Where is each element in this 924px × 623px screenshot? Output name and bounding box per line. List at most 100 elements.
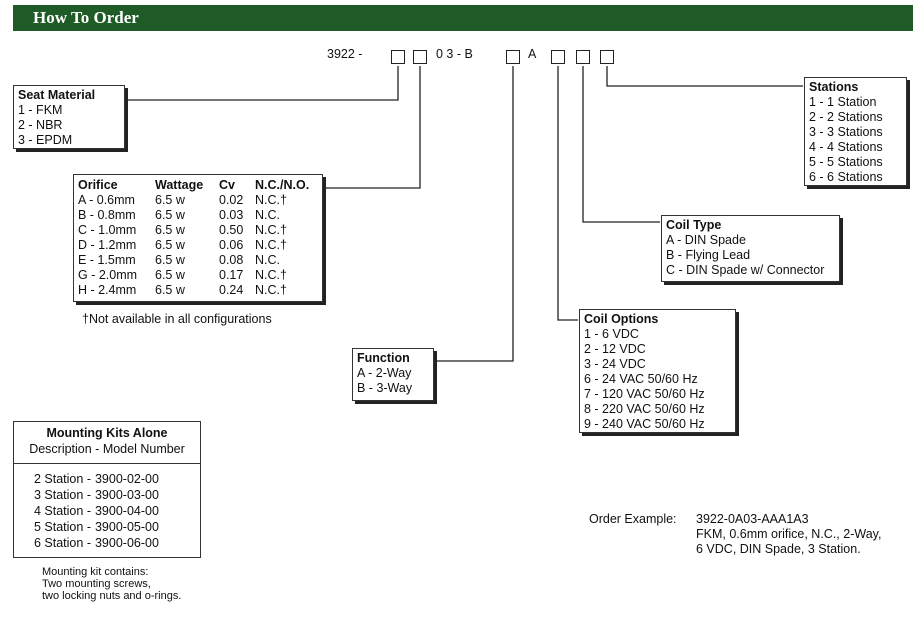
order-example-text: 3922-0A03-AAA1A3 FKM, 0.6mm orifice, N.C… [696,512,881,557]
mounting-kits-divider [14,463,200,464]
orifice-slot [413,50,427,64]
orifice-header: Orifice [78,178,118,192]
cv-cell: 0.02 [219,193,244,207]
stations-option: 1 - 1 Station [809,95,877,109]
orifice-box: Orifice Wattage Cv N.C./N.O. A - 0.6mm 6.… [73,174,323,302]
coil-options-slot [551,50,565,64]
stations-option: 4 - 4 Stations [809,140,883,154]
orifice-cell: H - 2.4mm [78,283,137,297]
seat-material-option: 2 - NBR [18,118,63,132]
code-prefix: 3922 - [327,47,363,61]
mounting-kit-row: 4 Station -3900-04-00 [34,503,159,519]
mounting-kit-note-line: Two mounting screws, [42,578,151,590]
orifice-header-row: Orifice Wattage Cv N.C./N.O. [78,178,309,193]
function-slot [506,50,520,64]
mounting-kits-box: Mounting Kits Alone Description - Model … [13,421,201,558]
orifice-footnote: †Not available in all configurations [82,312,272,326]
kit-description: 2 Station - [34,472,91,486]
order-example-label: Order Example: [589,512,677,526]
cv-header: Cv [219,178,235,192]
wattage-cell: 6.5 w [155,238,185,252]
orifice-cell: C - 1.0mm [78,223,137,237]
nc-no-cell: N.C.† [255,238,287,252]
order-example-line: 3922-0A03-AAA1A3 [696,512,809,526]
wattage-cell: 6.5 w [155,208,185,222]
coil-type-box: Coil Type A - DIN Spade B - Flying Lead … [661,215,840,282]
nc-no-cell: N.C.† [255,193,287,207]
coil-type-option: C - DIN Spade w/ Connector [666,263,825,277]
section-title: How To Order [33,8,139,27]
seat-material-option: 1 - FKM [18,103,63,117]
nc-no-cell: N.C.† [255,268,287,282]
mounting-kits-table: 2 Station -3900-02-00 3 Station -3900-03… [34,471,159,551]
cv-cell: 0.50 [219,223,244,237]
wattage-cell: 6.5 w [155,253,185,267]
mounting-kit-note: Mounting kit contains: Two mounting scre… [42,566,181,602]
line-orifice [322,66,421,189]
orifice-row: D - 1.2mm 6.5 w 0.06 N.C.† [78,238,309,253]
kit-description: 6 Station - [34,536,91,550]
coil-options-option: 1 - 6 VDC [584,327,639,341]
kit-model-number: 3900-04-00 [94,504,159,518]
mounting-kit-row: 5 Station -3900-05-00 [34,519,159,535]
coil-options-option: 3 - 24 VDC [584,357,646,371]
stations-option: 6 - 6 Stations [809,170,883,184]
stations-box: Stations 1 - 1 Station 2 - 2 Stations 3 … [804,77,907,186]
nc-no-cell: N.C. [255,253,280,267]
line-coil-type [582,66,660,223]
mounting-kit-note-line: Mounting kit contains: [42,566,149,578]
coil-options-option: 6 - 24 VAC 50/60 Hz [584,372,698,386]
line-seat-material [124,66,399,101]
kit-description: 5 Station - [34,520,91,534]
orifice-cell: E - 1.5mm [78,253,136,267]
nc-no-cell: N.C.† [255,223,287,237]
kit-model-number: 3900-05-00 [94,520,159,534]
seat-material-slot [391,50,405,64]
orifice-table: Orifice Wattage Cv N.C./N.O. A - 0.6mm 6.… [78,178,309,298]
mounting-kits-title: Mounting Kits Alone [46,426,168,440]
mounting-kits-subtitle: Description - Model Number [29,442,185,456]
orifice-cell: A - 0.6mm [78,193,135,207]
section-header: How To Order [13,5,913,31]
cv-cell: 0.24 [219,283,244,297]
wattage-cell: 6.5 w [155,268,185,282]
nc-no-header: N.C./N.O. [255,178,310,192]
coil-type-option: A - DIN Spade [666,233,746,247]
stations-title: Stations [809,80,859,94]
line-stations [606,66,803,87]
wattage-header: Wattage [155,178,204,192]
coil-options-title: Coil Options [584,312,659,326]
seat-material-box: Seat Material 1 - FKM 2 - NBR 3 - EPDM [13,85,125,149]
coil-options-option: 9 - 240 VAC 50/60 Hz [584,417,705,431]
kit-model-number: 3900-03-00 [94,488,159,502]
orifice-cell: D - 1.2mm [78,238,137,252]
code-a: A [528,47,537,61]
mounting-kit-row: 6 Station -3900-06-00 [34,535,159,551]
coil-options-option: 2 - 12 VDC [584,342,646,356]
code-mid: 0 3 - B [436,47,473,61]
cv-cell: 0.06 [219,238,244,252]
order-example-line: 6 VDC, DIN Spade, 3 Station. [696,542,861,556]
kit-description: 4 Station - [34,504,91,518]
wattage-cell: 6.5 w [155,223,185,237]
line-coil-options [557,66,578,321]
order-example-line: FKM, 0.6mm orifice, N.C., 2-Way, [696,527,882,541]
coil-options-option: 8 - 220 VAC 50/60 Hz [584,402,705,416]
kit-description: 3 Station - [34,488,91,502]
kit-model-number: 3900-06-00 [94,536,159,550]
seat-material-option: 3 - EPDM [18,133,73,147]
orifice-cell: G - 2.0mm [78,268,138,282]
mounting-kit-row: 2 Station -3900-02-00 [34,471,159,487]
orifice-cell: B - 0.8mm [78,208,136,222]
cv-cell: 0.03 [219,208,244,222]
function-title: Function [357,351,410,365]
line-function [433,66,514,362]
nc-no-cell: N.C.† [255,283,287,297]
function-box: Function A - 2-Way B - 3-Way [352,348,434,401]
seat-material-title: Seat Material [18,88,96,102]
function-option: B - 3-Way [357,381,413,395]
stations-slot [600,50,614,64]
coil-options-option: 7 - 120 VAC 50/60 Hz [584,387,705,401]
